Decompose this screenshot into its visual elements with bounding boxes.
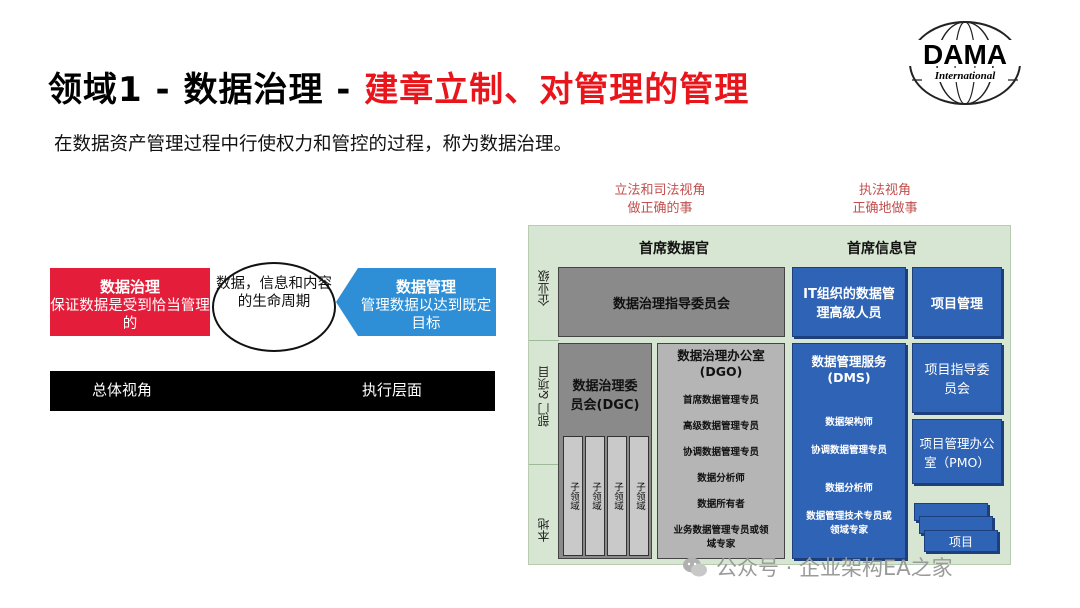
band-enterprise: 企业级 (537, 270, 551, 306)
title-part1: 领域1 - 数据治理 - (48, 70, 365, 110)
watermark-text: 公众号 · 企业架构EA之家 (716, 556, 953, 580)
subdomain-1: 子领域 (563, 436, 583, 556)
governance-title: 数据治理 (99, 278, 160, 296)
org-diagram: 企业级 部门 &项目 本地 首席数据官 首席信息官 数据治理指导委员会 IT组织… (528, 225, 1011, 565)
dgo-title: 数据治理办公室(DGO) (677, 348, 765, 379)
dama-logo: DAMA International (906, 21, 1024, 105)
perspective-bar: 总体视角 执行层面 (50, 371, 495, 411)
subdomain-4: 子领域 (629, 436, 649, 556)
band-local: 本地 (537, 518, 551, 542)
band-dept: 部门 &项目 (537, 366, 551, 428)
dgo-item: 协调数据管理专员 (682, 447, 759, 458)
subtitle: 在数据资产管理过程中行使权力和管控的过程，称为数据治理。 (54, 134, 573, 155)
project-steering-box: 项目指导委员会 (912, 343, 1002, 413)
dms-title: 数据管理服务(DMS) (811, 354, 887, 385)
dgo-item: 数据所有者 (697, 499, 745, 510)
watermark: 公众号 · 企业架构EA之家 (682, 552, 953, 582)
dms-item: 数据管理技术专员或领域专家 (806, 511, 892, 536)
dgc-title: 数据治理委员会(DGC) (570, 379, 640, 413)
dgo-item: 数据分析师 (697, 473, 745, 484)
page-title: 领域1 - 数据治理 - 建章立制、对管理的管理 (48, 62, 749, 111)
management-box: 数据管理 管理数据以达到既定目标 (336, 268, 496, 336)
title-part2: 建章立制、对管理的管理 (364, 70, 750, 110)
lifecycle-ellipse: 数据，信息和内容的生命周期 (212, 262, 336, 352)
dgo-item: 首席数据管理专员 (682, 395, 759, 406)
project-mgmt-box: 项目管理 (912, 267, 1002, 337)
cio-heading: 首席信息官 (847, 241, 917, 257)
svg-text:International: International (934, 70, 996, 82)
steering-committee: 数据治理指导委员会 (558, 267, 785, 337)
cdo-heading: 首席数据官 (639, 241, 709, 257)
management-desc: 管理数据以达到既定目标 (360, 298, 492, 332)
project-box: 项目 (924, 530, 998, 552)
subdomain-2: 子领域 (585, 436, 605, 556)
legislative-label: 立法和司法视角 做正确的事 (614, 183, 706, 216)
dms-item: 数据架构师 (825, 417, 873, 428)
dms-box: 数据管理服务(DMS) 数据架构师 协调数据管理专员 数据分析师 数据管理技术专… (792, 343, 906, 559)
dgo-box: 数据治理办公室(DGO) 首席数据管理专员 高级数据管理专员 协调数据管理专员 … (657, 343, 785, 559)
perspective-left: 总体视角 (92, 381, 153, 399)
dms-item: 协调数据管理专员 (810, 445, 887, 456)
dgo-item: 高级数据管理专员 (682, 421, 759, 432)
pmo-box: 项目管理办公室（PMO） (912, 419, 1002, 484)
executive-label: 执法视角 正确地做事 (852, 183, 918, 216)
management-title: 数据管理 (395, 278, 456, 296)
management-arrow-shape (336, 268, 496, 336)
logo-text: DAMA (923, 39, 1007, 70)
subdomain-3: 子领域 (607, 436, 627, 556)
it-org-box: IT组织的数据管理高级人员 (792, 267, 906, 337)
governance-box: 数据治理 保证数据是受到恰当管理的 (50, 268, 210, 336)
dgo-item: 业务数据管理专员或领域专家 (673, 525, 769, 550)
dms-item: 数据分析师 (825, 483, 873, 494)
perspective-right: 执行层面 (362, 381, 423, 399)
governance-desc: 保证数据是受到恰当管理的 (50, 298, 210, 332)
wechat-icon (683, 557, 707, 577)
